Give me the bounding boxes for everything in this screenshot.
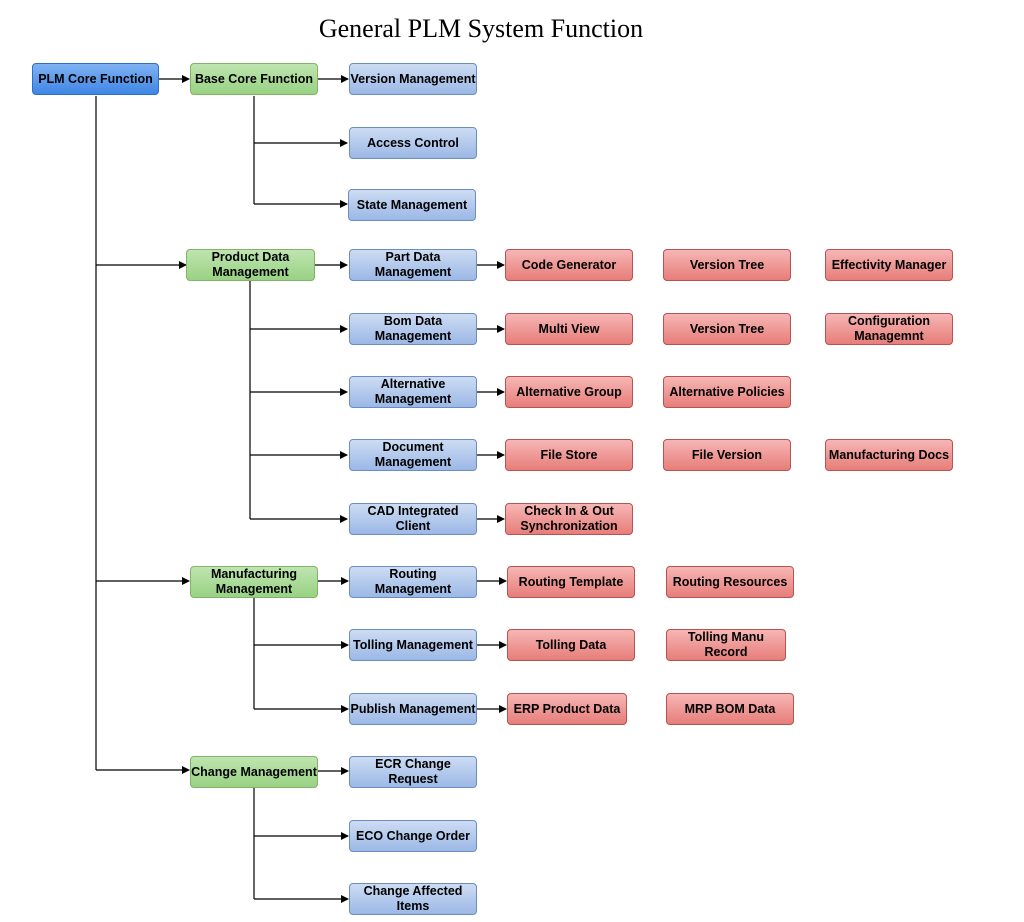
node-version-management[interactable]: Version Management (349, 63, 477, 95)
node-alternative-group[interactable]: Alternative Group (505, 376, 633, 408)
node-ecr-change-request[interactable]: ECR Change Request (349, 756, 477, 788)
node-configuration-management[interactable]: Configuration Managemnt (825, 313, 953, 345)
node-tolling-management[interactable]: Tolling Management (349, 629, 477, 661)
node-version-tree-1[interactable]: Version Tree (663, 249, 791, 281)
node-alternative-policies[interactable]: Alternative Policies (663, 376, 791, 408)
node-manufacturing-docs[interactable]: Manufacturing Docs (825, 439, 953, 471)
node-change-affected-items[interactable]: Change Affected Items (349, 883, 477, 915)
node-document-management[interactable]: Document Management (349, 439, 477, 471)
node-alternative-management[interactable]: Alternative Management (349, 376, 477, 408)
node-erp-product-data[interactable]: ERP Product Data (507, 693, 627, 725)
node-mrp-bom-data[interactable]: MRP BOM Data (666, 693, 794, 725)
node-access-control[interactable]: Access Control (349, 127, 477, 159)
node-file-version[interactable]: File Version (663, 439, 791, 471)
node-routing-management[interactable]: Routing Management (349, 566, 477, 598)
node-bom-data-management[interactable]: Bom Data Management (349, 313, 477, 345)
node-cad-integrated-client[interactable]: CAD Integrated Client (349, 503, 477, 535)
node-file-store[interactable]: File Store (505, 439, 633, 471)
node-plm-core-function[interactable]: PLM Core Function (32, 63, 159, 95)
node-publish-management[interactable]: Publish Management (349, 693, 477, 725)
diagram-title: General PLM System Function (318, 14, 644, 43)
node-check-in-out[interactable]: Check In & Out Synchronization (505, 503, 633, 535)
node-state-management[interactable]: State Management (348, 189, 476, 221)
node-code-generator[interactable]: Code Generator (505, 249, 633, 281)
node-effectivity-manager[interactable]: Effectivity Manager (825, 249, 953, 281)
node-version-tree-2[interactable]: Version Tree (663, 313, 791, 345)
node-eco-change-order[interactable]: ECO Change Order (349, 820, 477, 852)
node-tolling-manu-record[interactable]: Tolling Manu Record (666, 629, 786, 661)
node-part-data-management[interactable]: Part Data Management (349, 249, 477, 281)
node-base-core-function[interactable]: Base Core Function (190, 63, 318, 95)
node-multi-view[interactable]: Multi View (505, 313, 633, 345)
node-tolling-data[interactable]: Tolling Data (507, 629, 635, 661)
node-product-data-management[interactable]: Product Data Management (186, 249, 315, 281)
node-routing-resources[interactable]: Routing Resources (666, 566, 794, 598)
node-manufacturing-management[interactable]: Manufacturing Management (190, 566, 318, 598)
node-routing-template[interactable]: Routing Template (507, 566, 635, 598)
node-change-management[interactable]: Change Management (190, 756, 318, 788)
